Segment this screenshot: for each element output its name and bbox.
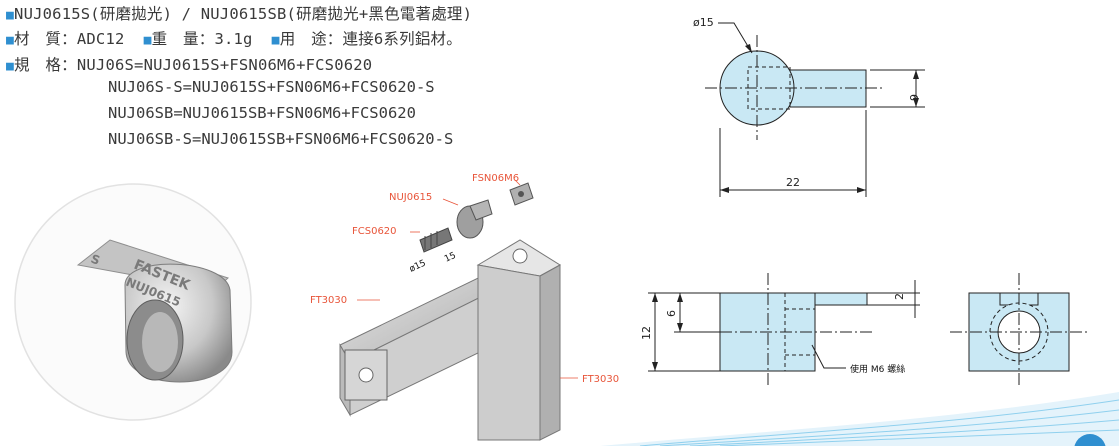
material-value: ADC12 <box>76 30 125 48</box>
bullet-square-icon: ■ <box>143 33 152 48</box>
spec-line-models: ■規 格：NUJ06S=NUJ0615S+FSN06M6+FCS0620 <box>6 53 372 75</box>
bullet-square-icon: ■ <box>6 33 15 48</box>
screw-note: 使用 M6 螺絲 <box>850 363 905 375</box>
drawing-top-view: 22 6 ø15 <box>693 16 925 197</box>
dim-side-tab: 2 <box>893 293 906 300</box>
bullet-square-icon: ■ <box>6 8 15 23</box>
drawing-side-view: 12 6 2 使用 M6 螺絲 <box>640 273 920 385</box>
label-fcs0620: FCS0620 <box>352 226 397 237</box>
assembly-dia: ø15 <box>408 258 428 274</box>
model-3: NUJ06SB=NUJ0615SB+FSN06M6+FCS0620 <box>108 104 416 122</box>
model-1: NUJ06S=NUJ0615S+FSN06M6+FCS0620 <box>76 56 373 74</box>
drawing-end-view <box>950 273 1090 385</box>
bullet-square-icon: ■ <box>271 33 280 48</box>
dim-side-height: 12 <box>640 326 653 340</box>
weight-label: 重 量： <box>151 30 215 48</box>
model-label: 規 格： <box>14 56 77 74</box>
label-ft3030-right: FT3030 <box>582 374 619 385</box>
assembly-illustration: FSN06M6 NUJ0615 FCS0620 FT3030 FT3030 ø1… <box>310 173 619 441</box>
use-label: 用 途： <box>279 30 343 48</box>
weight-value: 3.1g <box>214 30 253 48</box>
dim-side-mid: 6 <box>665 310 678 317</box>
product-photo: FASTEK NUJ0615 S <box>14 183 252 421</box>
spec-line-properties: ■材 質：ADC12 ■重 量：3.1g ■用 途：連接6系列鋁材。 <box>6 27 462 49</box>
label-ft3030-left: FT3030 <box>310 295 347 306</box>
spec-line-finish: ■NUJ0615S(研磨拋光) / NUJ0615SB(研磨拋光+黑色電著處理) <box>6 2 472 24</box>
material-label: 材 質： <box>14 30 77 48</box>
dim-height: 6 <box>907 94 920 101</box>
finish-text: NUJ0615S(研磨拋光) / NUJ0615SB(研磨拋光+黑色電著處理) <box>14 5 473 23</box>
label-nuj0615: NUJ0615 <box>389 192 432 203</box>
model-2: NUJ06S-S=NUJ0615S+FSN06M6+FCS0620-S <box>108 78 435 96</box>
model-4: NUJ06SB-S=NUJ0615SB+FSN06M6+FCS0620-S <box>108 130 454 148</box>
dim-dia: ø15 <box>693 16 714 29</box>
bullet-square-icon: ■ <box>6 59 15 74</box>
use-value: 連接6系列鋁材。 <box>342 30 462 48</box>
decorative-stripes <box>600 392 1119 446</box>
assembly-depth: 15 <box>443 251 458 265</box>
dim-width: 22 <box>786 176 800 189</box>
label-fsn06m6: FSN06M6 <box>472 173 519 184</box>
